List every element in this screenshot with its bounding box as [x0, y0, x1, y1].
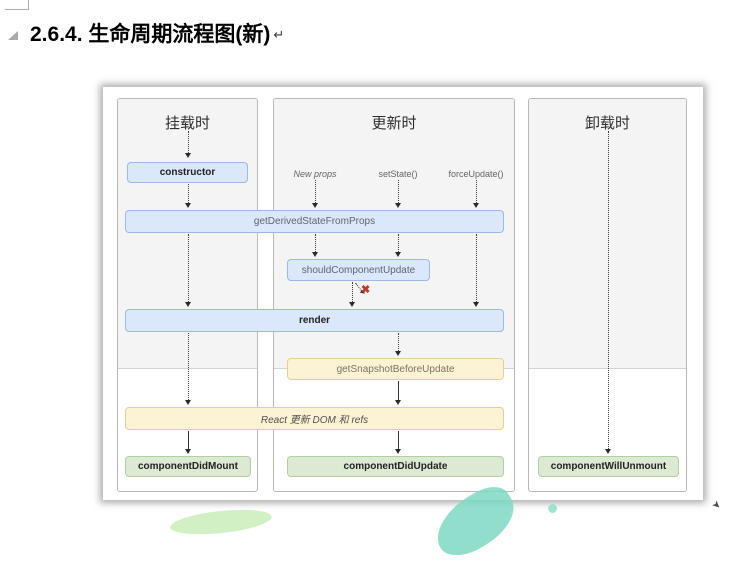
- arrow-mount-to-constructor: [185, 131, 191, 158]
- arrow-getderived-to-render-mount: [185, 234, 191, 307]
- arrow-constructor-to-getderived: [185, 184, 191, 208]
- box-render: render: [125, 309, 504, 332]
- box-should-component-update: shouldComponentUpdate: [287, 259, 430, 281]
- arrow-getsnapshot-to-reactupdate: [395, 381, 401, 405]
- unmounting-render-phase-area: [529, 99, 686, 369]
- arrow-reactupdate-to-didupdate: [395, 431, 401, 454]
- arrow-forceupdate-to-getderived: [473, 180, 479, 208]
- arrow-unmount-to-willunmount: [605, 131, 611, 454]
- box-component-did-mount: componentDidMount: [125, 456, 251, 477]
- trigger-set-state: setState(): [378, 169, 418, 179]
- mouse-cursor-icon: ➤: [709, 498, 723, 513]
- stop-x-icon: ✖: [361, 284, 371, 296]
- column-mounting-title: 挂载时: [164, 115, 210, 132]
- arrow-reactupdate-to-didmount: [185, 431, 191, 454]
- arrow-shouldupdate-to-render: [349, 282, 355, 307]
- box-constructor: constructor: [127, 162, 248, 183]
- arrow-getderived-to-shouldupdate-right: [395, 234, 401, 257]
- column-unmounting: 卸载时: [528, 98, 687, 492]
- section-heading-text: 2.6.4. 生命周期流程图(新): [30, 23, 271, 46]
- box-get-snapshot-before-update: getSnapshotBeforeUpdate: [287, 358, 504, 380]
- arrow-getderived-to-shouldupdate-left: [312, 234, 318, 257]
- arrow-newprops-to-getderived: [312, 180, 318, 208]
- watermark-blob-left: [169, 505, 273, 539]
- lifecycle-diagram-image[interactable]: 挂载时 更新时 卸载时 New props setState() forceUp…: [103, 87, 703, 500]
- trigger-force-update: forceUpdate(): [448, 169, 504, 179]
- page-margin-corner-mark: [5, 0, 29, 10]
- watermark-dot: [548, 504, 557, 513]
- arrow-getderived-to-render-bypass: [473, 234, 479, 307]
- column-unmounting-title: 卸载时: [584, 115, 630, 132]
- trigger-new-props: New props: [293, 169, 337, 179]
- box-component-did-update: componentDidUpdate: [287, 456, 504, 477]
- heading-collapse-icon[interactable]: [8, 31, 18, 40]
- paragraph-mark-icon: ↵: [273, 27, 285, 42]
- box-react-updates-dom-and-refs: React 更新 DOM 和 refs: [125, 407, 504, 430]
- box-get-derived-state-from-props: getDerivedStateFromProps: [125, 210, 504, 233]
- column-updating: 更新时: [273, 98, 515, 492]
- arrow-setstate-to-getderived: [395, 180, 401, 208]
- arrow-render-to-getsnapshot: [395, 333, 401, 356]
- section-heading: 2.6.4. 生命周期流程图(新)↵: [30, 18, 284, 48]
- arrow-render-to-reactupdate-mount: [185, 333, 191, 405]
- box-component-will-unmount: componentWillUnmount: [538, 456, 679, 477]
- column-updating-title: 更新时: [371, 115, 417, 132]
